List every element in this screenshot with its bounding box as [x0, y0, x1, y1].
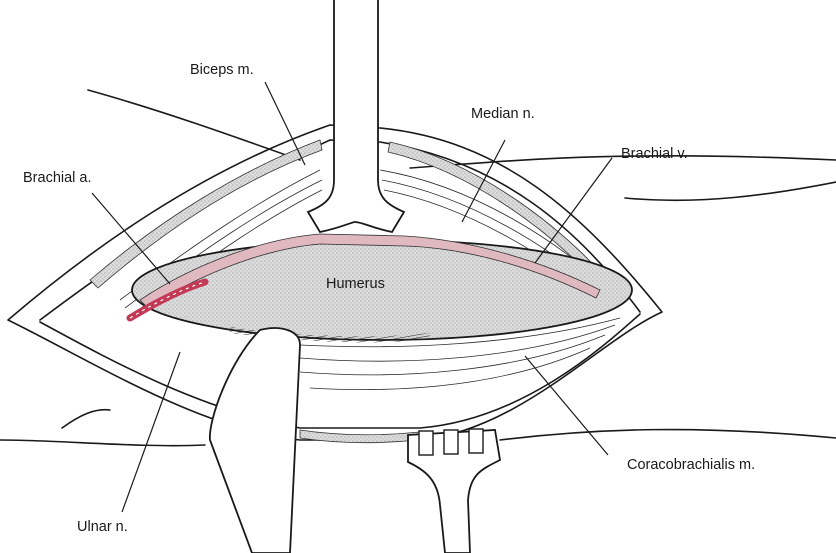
label-brachial-v: Brachial v. [621, 146, 688, 162]
label-biceps: Biceps m. [190, 62, 254, 78]
leader-coracobrachialis [525, 356, 608, 455]
label-humerus: Humerus [326, 276, 385, 292]
leader-ulnar [122, 352, 180, 512]
lower-left-retractor [210, 328, 300, 553]
leader-biceps [265, 82, 305, 165]
label-brachial-a: Brachial a. [23, 170, 92, 186]
label-median: Median n. [471, 106, 535, 122]
rake-retractor [408, 429, 500, 553]
label-ulnar: Ulnar n. [77, 519, 128, 535]
upper-retractor [308, 0, 404, 232]
label-coracobrachialis: Coracobrachialis m. [627, 457, 755, 473]
